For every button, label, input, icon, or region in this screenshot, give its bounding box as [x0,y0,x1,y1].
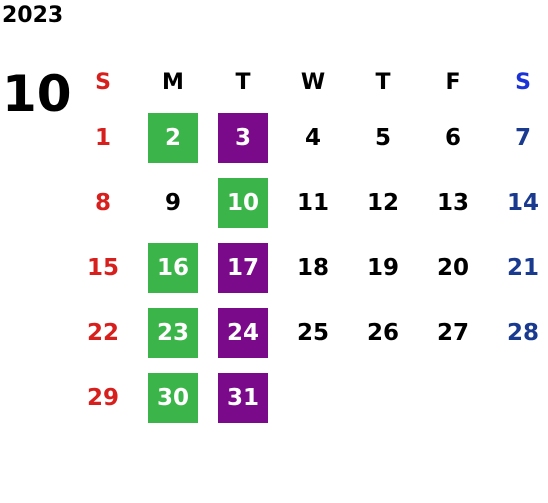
weekday-label: T [375,70,391,95]
day-number [428,373,478,423]
day-cell [348,365,418,430]
day-cell [418,365,488,430]
calendar-grid: S M T W T F S 1 2 3 4 5 6 7 8 9 10 11 12… [68,60,548,430]
day-number: 21 [506,254,539,281]
month-label: 10 [2,65,72,123]
day-number: 18 [296,254,329,281]
weekday-header-friday: F [418,60,488,105]
day-number: 9 [164,189,181,216]
day-cell[interactable]: 30 [138,365,208,430]
day-number: 1 [94,124,111,151]
day-cell[interactable]: 23 [138,300,208,365]
day-number: 15 [86,254,119,281]
day-number: 26 [366,319,399,346]
day-number: 4 [304,124,321,151]
day-cell[interactable]: 8 [68,170,138,235]
day-number: 30 [148,372,198,423]
day-cell[interactable]: 1 [68,105,138,170]
day-cell[interactable]: 20 [418,235,488,300]
day-number: 13 [436,189,469,216]
day-cell [488,365,548,430]
day-cell[interactable]: 17 [208,235,278,300]
day-number: 6 [444,124,461,151]
weekday-label: T [235,70,251,95]
weekday-label: W [300,70,326,95]
day-number: 5 [374,124,391,151]
day-number: 19 [366,254,399,281]
day-number: 24 [218,307,268,358]
day-number [498,373,548,423]
day-number: 3 [218,112,268,163]
day-cell [278,365,348,430]
day-cell[interactable]: 14 [488,170,548,235]
day-cell[interactable]: 25 [278,300,348,365]
day-cell[interactable]: 29 [68,365,138,430]
day-number: 23 [148,307,198,358]
day-number: 10 [218,177,268,228]
weekday-header-tuesday: T [208,60,278,105]
weekday-header-thursday: T [348,60,418,105]
day-cell[interactable]: 22 [68,300,138,365]
day-number: 8 [94,189,111,216]
day-cell[interactable]: 9 [138,170,208,235]
weekday-label: M [162,70,184,95]
day-cell[interactable]: 15 [68,235,138,300]
day-number [288,373,338,423]
day-cell[interactable]: 31 [208,365,278,430]
day-cell[interactable]: 28 [488,300,548,365]
day-cell[interactable]: 26 [348,300,418,365]
day-cell[interactable]: 11 [278,170,348,235]
day-number: 12 [366,189,399,216]
day-number: 27 [436,319,469,346]
day-number: 22 [86,319,119,346]
day-number: 16 [148,242,198,293]
day-number: 11 [296,189,329,216]
day-cell[interactable]: 16 [138,235,208,300]
day-cell[interactable]: 24 [208,300,278,365]
day-number [358,373,408,423]
day-cell[interactable]: 10 [208,170,278,235]
weekday-label: F [445,70,461,95]
day-cell[interactable]: 18 [278,235,348,300]
day-number: 14 [506,189,539,216]
day-number: 31 [218,372,268,423]
day-cell[interactable]: 7 [488,105,548,170]
weekday-header-wednesday: W [278,60,348,105]
weekday-header-sunday: S [68,60,138,105]
day-number: 7 [514,124,531,151]
day-number: 17 [218,242,268,293]
year-label: 2023 [2,3,64,28]
day-cell[interactable]: 27 [418,300,488,365]
day-cell[interactable]: 21 [488,235,548,300]
day-cell[interactable]: 2 [138,105,208,170]
day-cell[interactable]: 13 [418,170,488,235]
weekday-header-monday: M [138,60,208,105]
weekday-label: S [95,70,111,95]
day-number: 29 [86,384,119,411]
day-number: 28 [506,319,539,346]
day-cell[interactable]: 3 [208,105,278,170]
day-cell[interactable]: 5 [348,105,418,170]
day-cell[interactable]: 19 [348,235,418,300]
weekday-label: S [515,70,531,95]
day-number: 20 [436,254,469,281]
day-number: 2 [148,112,198,163]
day-number: 25 [296,319,329,346]
weekday-header-saturday: S [488,60,548,105]
day-cell[interactable]: 4 [278,105,348,170]
day-cell[interactable]: 6 [418,105,488,170]
day-cell[interactable]: 12 [348,170,418,235]
